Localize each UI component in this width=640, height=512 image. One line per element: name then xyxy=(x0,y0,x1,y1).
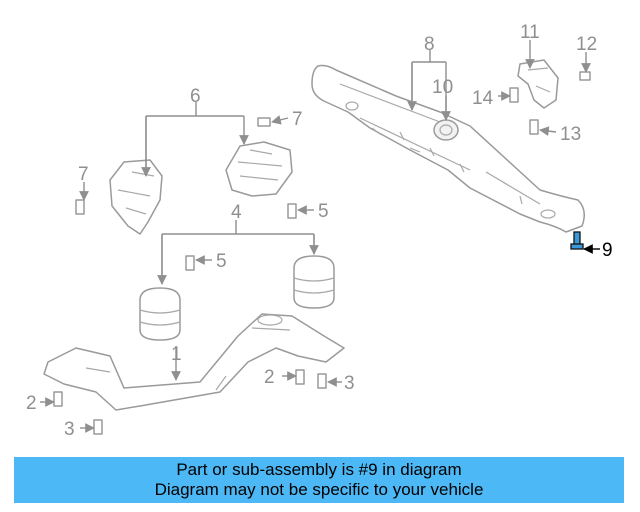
callout-11: 11 xyxy=(520,22,540,43)
callout-3-left: 3 xyxy=(64,419,75,440)
callout-3-right: 3 xyxy=(344,373,355,394)
mount-bracket-right xyxy=(225,141,293,197)
bolt-3-right xyxy=(317,373,327,389)
banner-line-1: Part or sub-assembly is #9 in diagram xyxy=(176,460,462,479)
engine-mount-right xyxy=(293,255,335,309)
callout-14: 14 xyxy=(472,88,494,109)
callout-6: 6 xyxy=(190,86,201,107)
callout-5-upper: 5 xyxy=(318,201,329,222)
callout-12: 12 xyxy=(576,34,597,55)
callout-10: 10 xyxy=(432,77,453,98)
callout-1: 1 xyxy=(171,344,182,365)
bolt-2-right xyxy=(295,369,305,385)
callout-8: 8 xyxy=(424,34,435,55)
callout-labels: 1 2 2 3 3 4 5 5 6 7 7 8 9 10 11 12 13 14 xyxy=(26,22,613,440)
callout-4: 4 xyxy=(231,202,242,223)
callout-2-left: 2 xyxy=(26,393,37,414)
bolt-7-right xyxy=(257,117,271,127)
bolt-2-left xyxy=(53,391,63,407)
bolt-5-lower xyxy=(185,255,195,271)
bolt-9-highlighted[interactable] xyxy=(570,231,584,250)
bracket-11 xyxy=(517,59,559,109)
bolt-12 xyxy=(579,71,591,81)
callout-2-right: 2 xyxy=(264,367,275,388)
callout-7-right: 7 xyxy=(292,109,303,130)
bolt-13 xyxy=(529,119,539,135)
bolt-7-left xyxy=(75,199,85,215)
callout-7-left: 7 xyxy=(78,164,89,185)
bolt-5-upper xyxy=(287,203,297,219)
callout-13: 13 xyxy=(560,124,581,145)
leader-lines xyxy=(40,40,600,433)
callout-5-lower: 5 xyxy=(216,251,227,272)
banner-line-2: Diagram may not be specific to your vehi… xyxy=(154,480,484,499)
engine-mount-left xyxy=(139,287,181,341)
bolt-14 xyxy=(509,87,519,103)
bolt-3-left xyxy=(93,419,103,435)
info-banner: Part or sub-assembly is #9 in diagram Di… xyxy=(14,457,624,503)
callout-9: 9 xyxy=(602,240,613,261)
front-crossmember xyxy=(43,313,345,411)
parts-diagram: 1 2 2 3 3 4 5 5 6 7 7 8 9 10 11 12 13 14 xyxy=(26,22,613,440)
crossmember xyxy=(311,64,585,233)
mount-bracket-left xyxy=(109,159,163,235)
